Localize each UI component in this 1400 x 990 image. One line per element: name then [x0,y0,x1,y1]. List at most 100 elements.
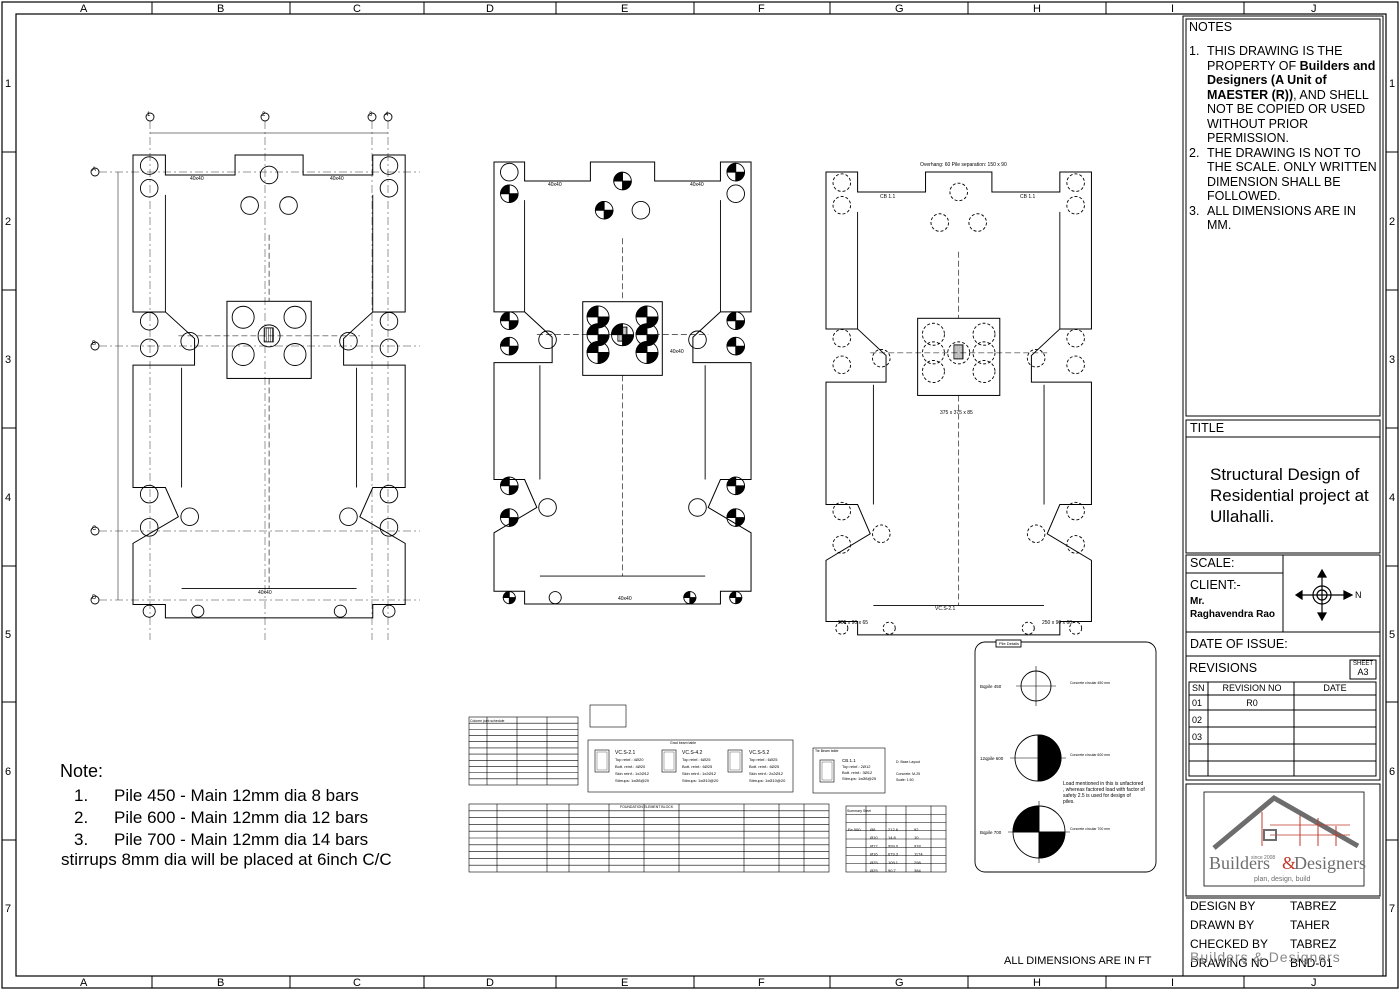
pile-circle [972,341,996,365]
cb-name: CB.1.1 [842,758,856,763]
dim-label: 205 x 90 x 65 [838,620,869,626]
pile-circle [180,331,199,351]
vcs-stirrups: Stirrups: 1xØ8@20 [615,778,650,783]
pile-circle [538,330,557,350]
revisions-cell: 01 [1192,698,1203,708]
summary-cell: 384 [914,868,921,873]
col-label: F [758,977,765,989]
pile-circle [1066,501,1085,521]
pile-circle [882,621,896,635]
pile-quadrant [508,517,519,527]
pile-quadrant [586,305,599,318]
pile-quadrant [586,323,599,336]
pile-circle [180,507,199,527]
pile-quadrant [500,311,510,322]
note-number: 2. [1189,145,1200,160]
date-of-issue-label: DATE OF ISSUE: [1190,637,1288,651]
summary-cell: 10 [914,835,919,840]
grid-label: B [92,341,97,347]
base-scale: Scale: 1:50 [896,778,914,782]
pile-quadrant [500,476,510,487]
pile-circle [921,322,945,346]
column-hatch [617,326,628,342]
pile-quadrant [508,597,516,605]
row-label: 2 [1389,216,1395,228]
note-text: ALL DIMENSIONS ARE IN MM. [1207,203,1356,233]
pile-quadrant [635,323,648,336]
foundation-outline [825,171,1092,636]
pile-circle [283,343,307,366]
vcs-bottom: Bott. reinf.: 6Ø25 [749,764,780,769]
beam-size-label: 40x40 [330,176,344,182]
beam-section [727,749,743,773]
pile-note-text: Pile 700 - Main 12mm dia 14 bars [114,830,369,849]
summary-table-title: Summary Steel [847,809,871,813]
beam-inner-line [164,194,374,590]
pile-circle [1066,173,1085,192]
vcs-bottom: Bott. reinf.: 6Ø25 [682,764,713,769]
pile-circle [379,178,399,198]
sign-value: BND-01 [1290,956,1333,970]
pile-table-title: Pile Details [999,641,1019,646]
note-text: THE DRAWING IS NOT TO THE SCALE. ONLY WR… [1207,145,1377,204]
column-schedule-table [468,716,579,786]
note-number: 3. [1189,203,1200,218]
north-label: N [1355,590,1362,600]
col-label: E [621,3,628,15]
beam-section [661,749,677,773]
central-pile-cap [226,300,312,379]
col-label: C [353,977,361,989]
pile-crosshair [1016,666,1056,706]
pile-quadrant [508,345,519,356]
pile-circle [379,312,399,331]
beam-inner-line [857,211,1061,607]
col-label: D [486,3,494,15]
summary-cell: 92 [914,827,919,832]
vcs-top: Top reinf.: 4Ø20 [615,757,644,762]
revisions-col-header: REVISION NO [1222,683,1282,693]
summary-cell: Ø25 [870,868,878,873]
logo-word-builders: Builders [1209,853,1270,873]
pile-circle [688,498,707,517]
pile-circle [972,322,996,346]
pile-quadrant [735,485,745,496]
pile-desc: Concrete circular 450 mm [1070,681,1110,685]
pile-circle [832,535,852,554]
pile-note-footer: stirrups 8mm dia will be placed at 6inch… [61,850,392,869]
grid-label: 2 [262,112,266,118]
col-label: E [621,977,628,989]
grid-line [149,121,389,640]
pile-circle [1066,535,1085,554]
pile-circle [231,343,255,366]
base-concrete: Concrete: M-25 [896,772,920,776]
pile-table-tab [995,639,1022,648]
vcs-name: VC.S-4.2 [682,750,703,756]
row-label: 6 [5,766,11,778]
pile-quadrant [1038,831,1066,859]
pile-quadrant [729,591,737,599]
pile-circle [240,196,259,215]
plan-overhang-label: Overhang: 60 Pile separation: 150 x 90 [920,162,1007,168]
pile-quadrant [500,184,510,195]
vcs-stirrups: Stirrups: 1xØ10@20 [682,778,719,783]
row-label: 1 [5,78,11,90]
note-item: 2. THE DRAWING IS NOT TO THE SCALE. ONLY … [1189,146,1377,204]
vcs-stirrups: Stirrups: 1xØ10@20 [749,778,786,783]
client-name-line1: Mr. [1190,596,1205,607]
grid-label: 3 [369,112,373,118]
pile-circle [538,498,557,517]
vcs-skin: Skin reinf.: 2x2Ø12 [749,771,784,776]
sheet-value: A3 [1357,667,1369,677]
logo-since: since 2008 [1251,855,1275,861]
section-box [589,704,627,728]
pile-quadrant [735,171,745,182]
pile-quadrant [635,341,648,353]
pile-circle [333,604,347,618]
sign-value: TAHER [1290,918,1330,932]
revisions-col-header: SN [1192,683,1205,693]
pile-note-text: Pile 600 - Main 12mm dia 12 bars [114,808,369,827]
beam-section-stirrup [729,751,741,771]
